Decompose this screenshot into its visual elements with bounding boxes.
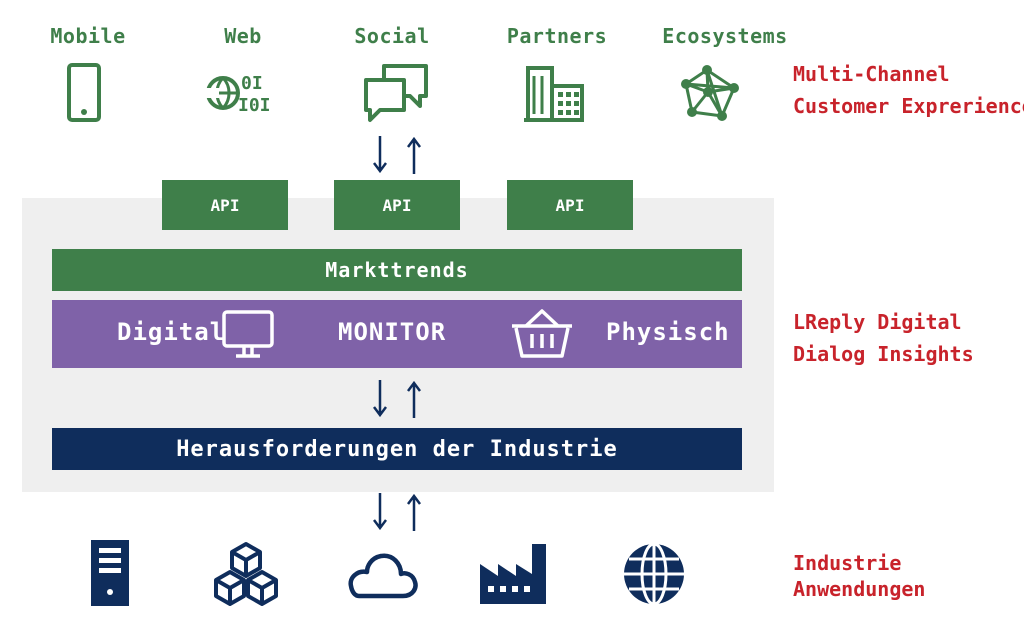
web-globe-binary-icon: 0I I0I: [205, 73, 271, 116]
api-box-2: API: [334, 180, 460, 230]
layer-title-middle-line2: Dialog Insights: [793, 342, 974, 366]
api-box-1: API: [162, 180, 288, 230]
channel-label-web: Web: [224, 24, 262, 48]
shopping-basket-icon: [512, 309, 572, 358]
buildings-icon: [524, 66, 584, 122]
channel-label-ecosystems: Ecosystems: [662, 24, 788, 48]
channel-label-social: Social: [354, 24, 430, 48]
layer-title-bottom-line1: Industrie: [793, 551, 902, 575]
api-box-3: API: [507, 180, 633, 230]
svg-text:0I: 0I: [241, 73, 263, 94]
markttrends-bar: Markttrends: [52, 249, 742, 291]
panel-industry-arrows-icon: [373, 493, 421, 531]
monitor-physisch-label: Physisch: [606, 318, 730, 346]
cloud-icon: [348, 553, 418, 599]
layer-title-middle-line1: LReply Digital: [793, 310, 962, 334]
globe-icon: [624, 542, 684, 606]
desktop-monitor-icon: [222, 310, 274, 358]
monitor-digital-label: Digital: [117, 318, 226, 346]
stacked-cubes-icon: [214, 542, 278, 606]
channel-label-mobile: Mobile: [50, 24, 126, 48]
challenges-bar: Herausforderungen der Industrie: [52, 428, 742, 470]
layer-title-bottom: Industrie Anwendungen: [793, 550, 925, 602]
svg-text:I0I: I0I: [238, 95, 271, 116]
mobile-phone-icon: [67, 63, 101, 122]
layer-title-middle: LReply Digital Dialog Insights: [793, 306, 974, 370]
factory-icon: [480, 544, 546, 604]
monitor-center-label: MONITOR: [338, 318, 447, 346]
monitor-bar: [52, 300, 742, 368]
layer-title-bottom-line2: Anwendungen: [793, 577, 926, 601]
chat-bubbles-icon: [364, 64, 428, 122]
monitor-challenges-arrows-icon: [373, 380, 421, 418]
social-api-arrows-icon: [373, 136, 421, 174]
network-nodes-icon: [681, 65, 739, 121]
channel-label-partners: Partners: [506, 24, 608, 48]
layer-title-top: Multi-Channel Customer Exprerience: [793, 58, 1024, 122]
server-tower-icon: [91, 540, 129, 606]
layer-title-top-line1: Multi-Channel: [793, 62, 950, 86]
layer-title-top-line2: Customer Exprerience: [793, 94, 1024, 118]
